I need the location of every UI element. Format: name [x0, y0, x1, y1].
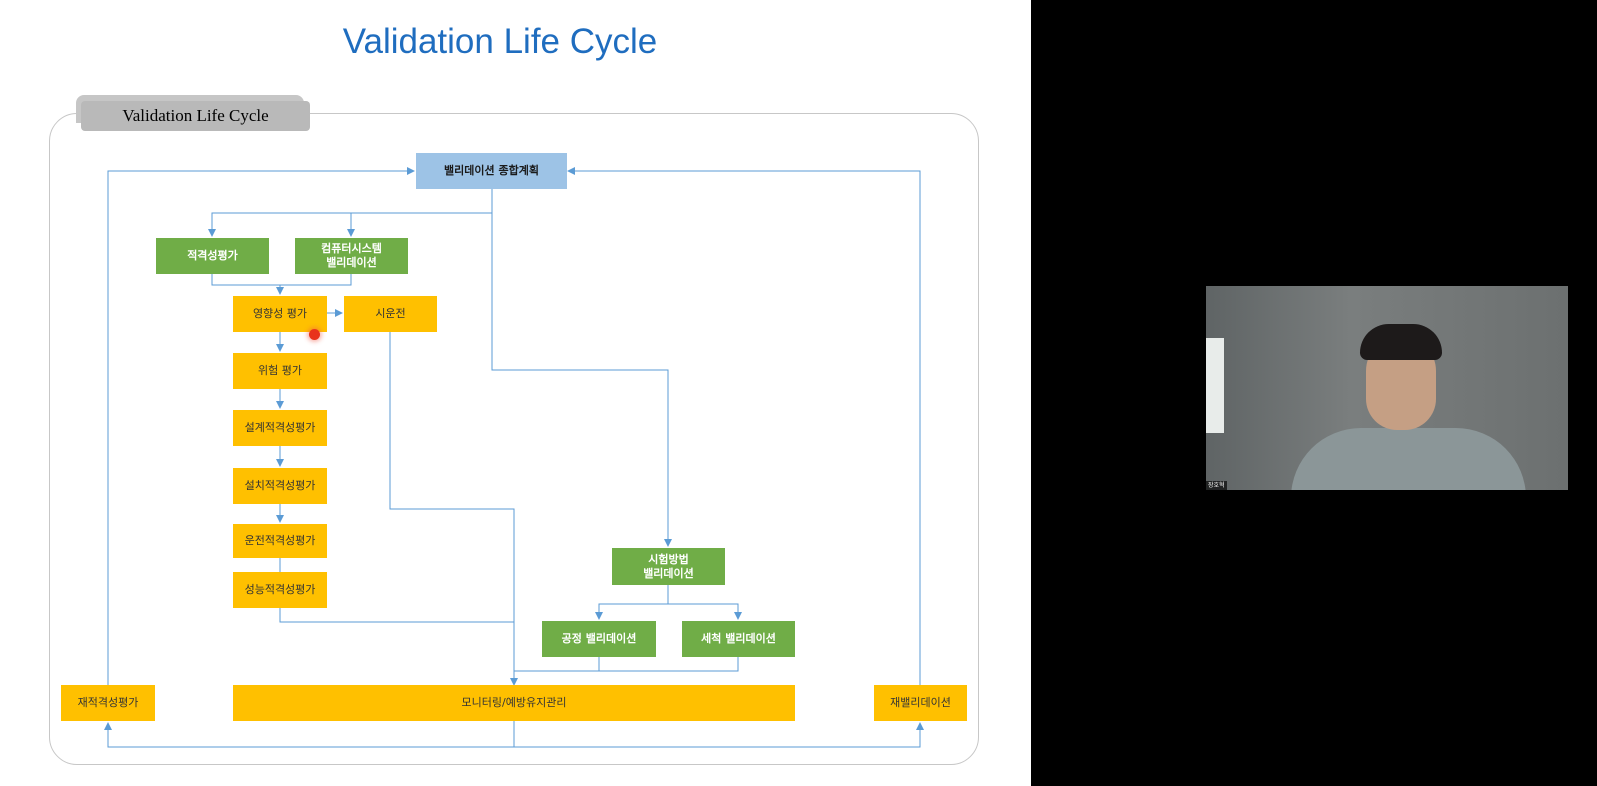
node-process-validation: 공정 밸리데이션 [542, 621, 656, 657]
person-hair [1360, 324, 1442, 360]
node-installation-qualification: 설치적격성평가 [233, 468, 327, 504]
node-computer-system-validation: 컴퓨터시스템 밸리데이션 [295, 238, 408, 274]
node-impact-assessment: 영향성 평가 [233, 296, 327, 332]
node-monitoring-maintenance: 모니터링/예방유지관리 [233, 685, 795, 721]
node-requalification: 재적격성평가 [61, 685, 155, 721]
node-cleaning-validation: 세척 밸리데이션 [682, 621, 795, 657]
node-performance-qualification: 성능적격성평가 [233, 572, 327, 608]
participant-video-tile[interactable] [1206, 286, 1568, 490]
node-risk-assessment: 위험 평가 [233, 353, 327, 389]
slide-title: Validation Life Cycle [342, 22, 658, 61]
node-test-method-validation: 시험방법 밸리데이션 [612, 548, 725, 585]
node-commissioning: 시운전 [344, 296, 437, 332]
presentation-slide: Validation Life Cycle Validation Life Cy… [0, 0, 1031, 786]
node-revalidation: 재밸리데이션 [874, 685, 967, 721]
participant-name-label: 장호혁 [1206, 481, 1227, 491]
connector-lines [104, 167, 924, 748]
diagram-frame [49, 113, 979, 765]
node-operational-qualification: 운전적격성평가 [233, 524, 327, 558]
wall-panel [1206, 338, 1224, 433]
person-shoulders [1291, 428, 1526, 490]
node-design-qualification: 설계적격성평가 [233, 410, 327, 446]
node-master-plan: 밸리데이션 종합계획 [416, 153, 567, 189]
laser-pointer-indicator [309, 329, 320, 340]
diagram-tab-label: Validation Life Cycle [81, 101, 310, 131]
node-qualification: 적격성평가 [156, 238, 269, 274]
